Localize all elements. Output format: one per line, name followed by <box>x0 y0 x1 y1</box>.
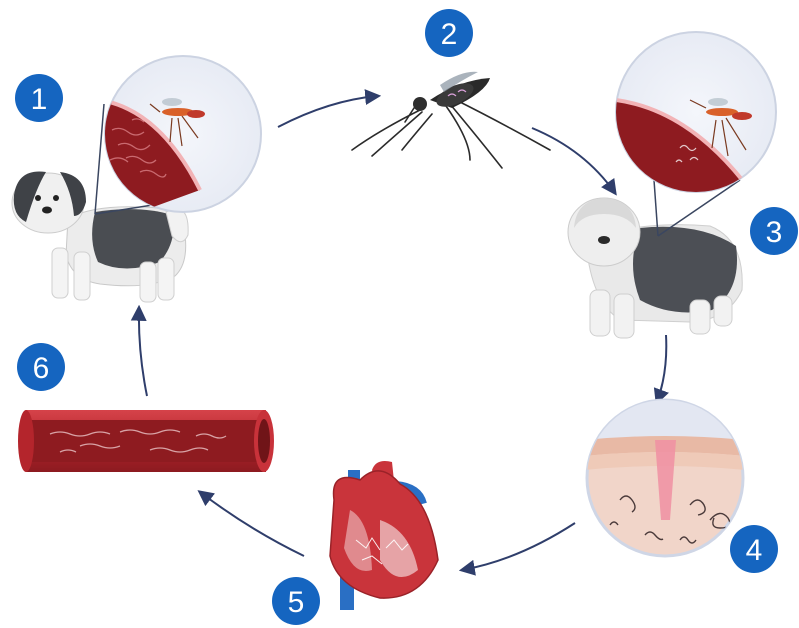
arrow-3-to-4 <box>657 335 666 402</box>
magnifier-inset-icon <box>610 32 776 236</box>
step-badge-1: 1 <box>15 74 63 122</box>
skin-section-icon <box>585 400 745 556</box>
blood-vessel-icon <box>18 410 274 472</box>
step-badge-4: 4 <box>730 525 778 573</box>
step-number-4: 4 <box>746 534 763 567</box>
step-number-5: 5 <box>288 586 305 619</box>
step-badge-5: 5 <box>272 577 320 625</box>
arrow-2-to-3 <box>532 128 615 193</box>
step-number-3: 3 <box>766 216 783 249</box>
step-badge-3: 3 <box>750 207 798 255</box>
step-number-6: 6 <box>33 352 50 385</box>
arrow-4-to-5 <box>462 523 575 570</box>
arrow-6-to-1 <box>139 308 147 396</box>
step-badge-6: 6 <box>17 343 65 391</box>
arrow-5-to-6 <box>200 492 304 556</box>
sheepdog-icon <box>568 198 742 338</box>
mosquito-icon <box>352 72 550 168</box>
arrow-1-to-2 <box>278 96 378 127</box>
magnifier-inset-icon <box>90 56 261 230</box>
heart-icon <box>330 461 438 610</box>
step-number-2: 2 <box>441 18 458 51</box>
step-number-1: 1 <box>31 83 48 116</box>
step-badge-2: 2 <box>425 9 473 57</box>
